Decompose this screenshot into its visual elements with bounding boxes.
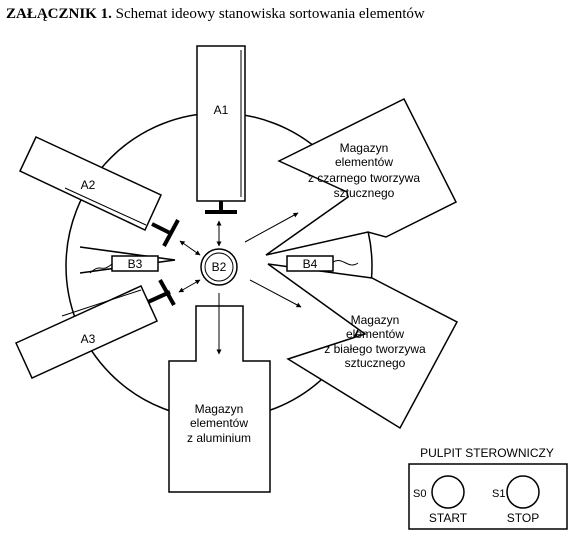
sensor-b4 bbox=[286, 255, 359, 272]
sensor-b2 bbox=[200, 248, 238, 286]
magazine-white bbox=[267, 263, 459, 430]
magazine-black bbox=[265, 97, 458, 256]
title-prefix: ZAŁĄCZNIK 1. bbox=[6, 6, 112, 22]
label-magazine-black: Magazyn elementów z czarnego tworzywa sz… bbox=[308, 141, 420, 200]
label-b4: B4 bbox=[303, 257, 318, 271]
magazine-aluminium-line: z aluminium bbox=[187, 431, 251, 445]
title-text: Schemat ideowy stanowiska sortowania ele… bbox=[115, 6, 425, 22]
magazine-aluminium bbox=[168, 305, 271, 493]
label-a1: A1 bbox=[214, 103, 229, 117]
motion-arrows bbox=[178, 212, 302, 355]
actuator-a1 bbox=[196, 45, 246, 214]
start-label: START bbox=[429, 511, 468, 525]
magazine-black-line: Magazyn bbox=[340, 141, 389, 155]
s0-label: S0 bbox=[413, 488, 426, 500]
magazine-black-line: sztucznego bbox=[334, 186, 395, 200]
sensor-b3 bbox=[89, 255, 159, 274]
label-magazine-white: Magazyn elementów z białego tworzywa szt… bbox=[324, 313, 426, 370]
magazine-black-line: z czarnego tworzywa bbox=[308, 171, 420, 185]
page-title: ZAŁĄCZNIK 1. Schemat ideowy stanowiska s… bbox=[6, 6, 425, 23]
stop-label: STOP bbox=[507, 511, 539, 525]
stop-button[interactable] bbox=[506, 475, 540, 509]
magazine-aluminium-line: Magazyn bbox=[195, 402, 244, 416]
actuator-a2 bbox=[19, 136, 180, 247]
magazine-white-line: Magazyn bbox=[351, 313, 400, 327]
magazine-aluminium-line: elementów bbox=[190, 416, 248, 430]
start-button[interactable] bbox=[431, 475, 465, 509]
label-a3: A3 bbox=[81, 332, 96, 346]
magazine-white-line: z białego tworzywa bbox=[324, 342, 426, 356]
label-b3: B3 bbox=[128, 257, 143, 271]
s1-label: S1 bbox=[492, 488, 505, 500]
actuator-a3 bbox=[15, 279, 176, 379]
panel-title: PULPIT STEROWNICZY bbox=[420, 446, 554, 460]
magazine-black-line: elementów bbox=[335, 155, 393, 169]
label-a2: A2 bbox=[81, 178, 96, 192]
magazine-white-line: sztucznego bbox=[345, 356, 406, 370]
magazine-white-line: elementów bbox=[346, 327, 404, 341]
label-b2: B2 bbox=[212, 260, 227, 274]
label-magazine-aluminium: Magazyn elementów z aluminium bbox=[187, 402, 251, 445]
